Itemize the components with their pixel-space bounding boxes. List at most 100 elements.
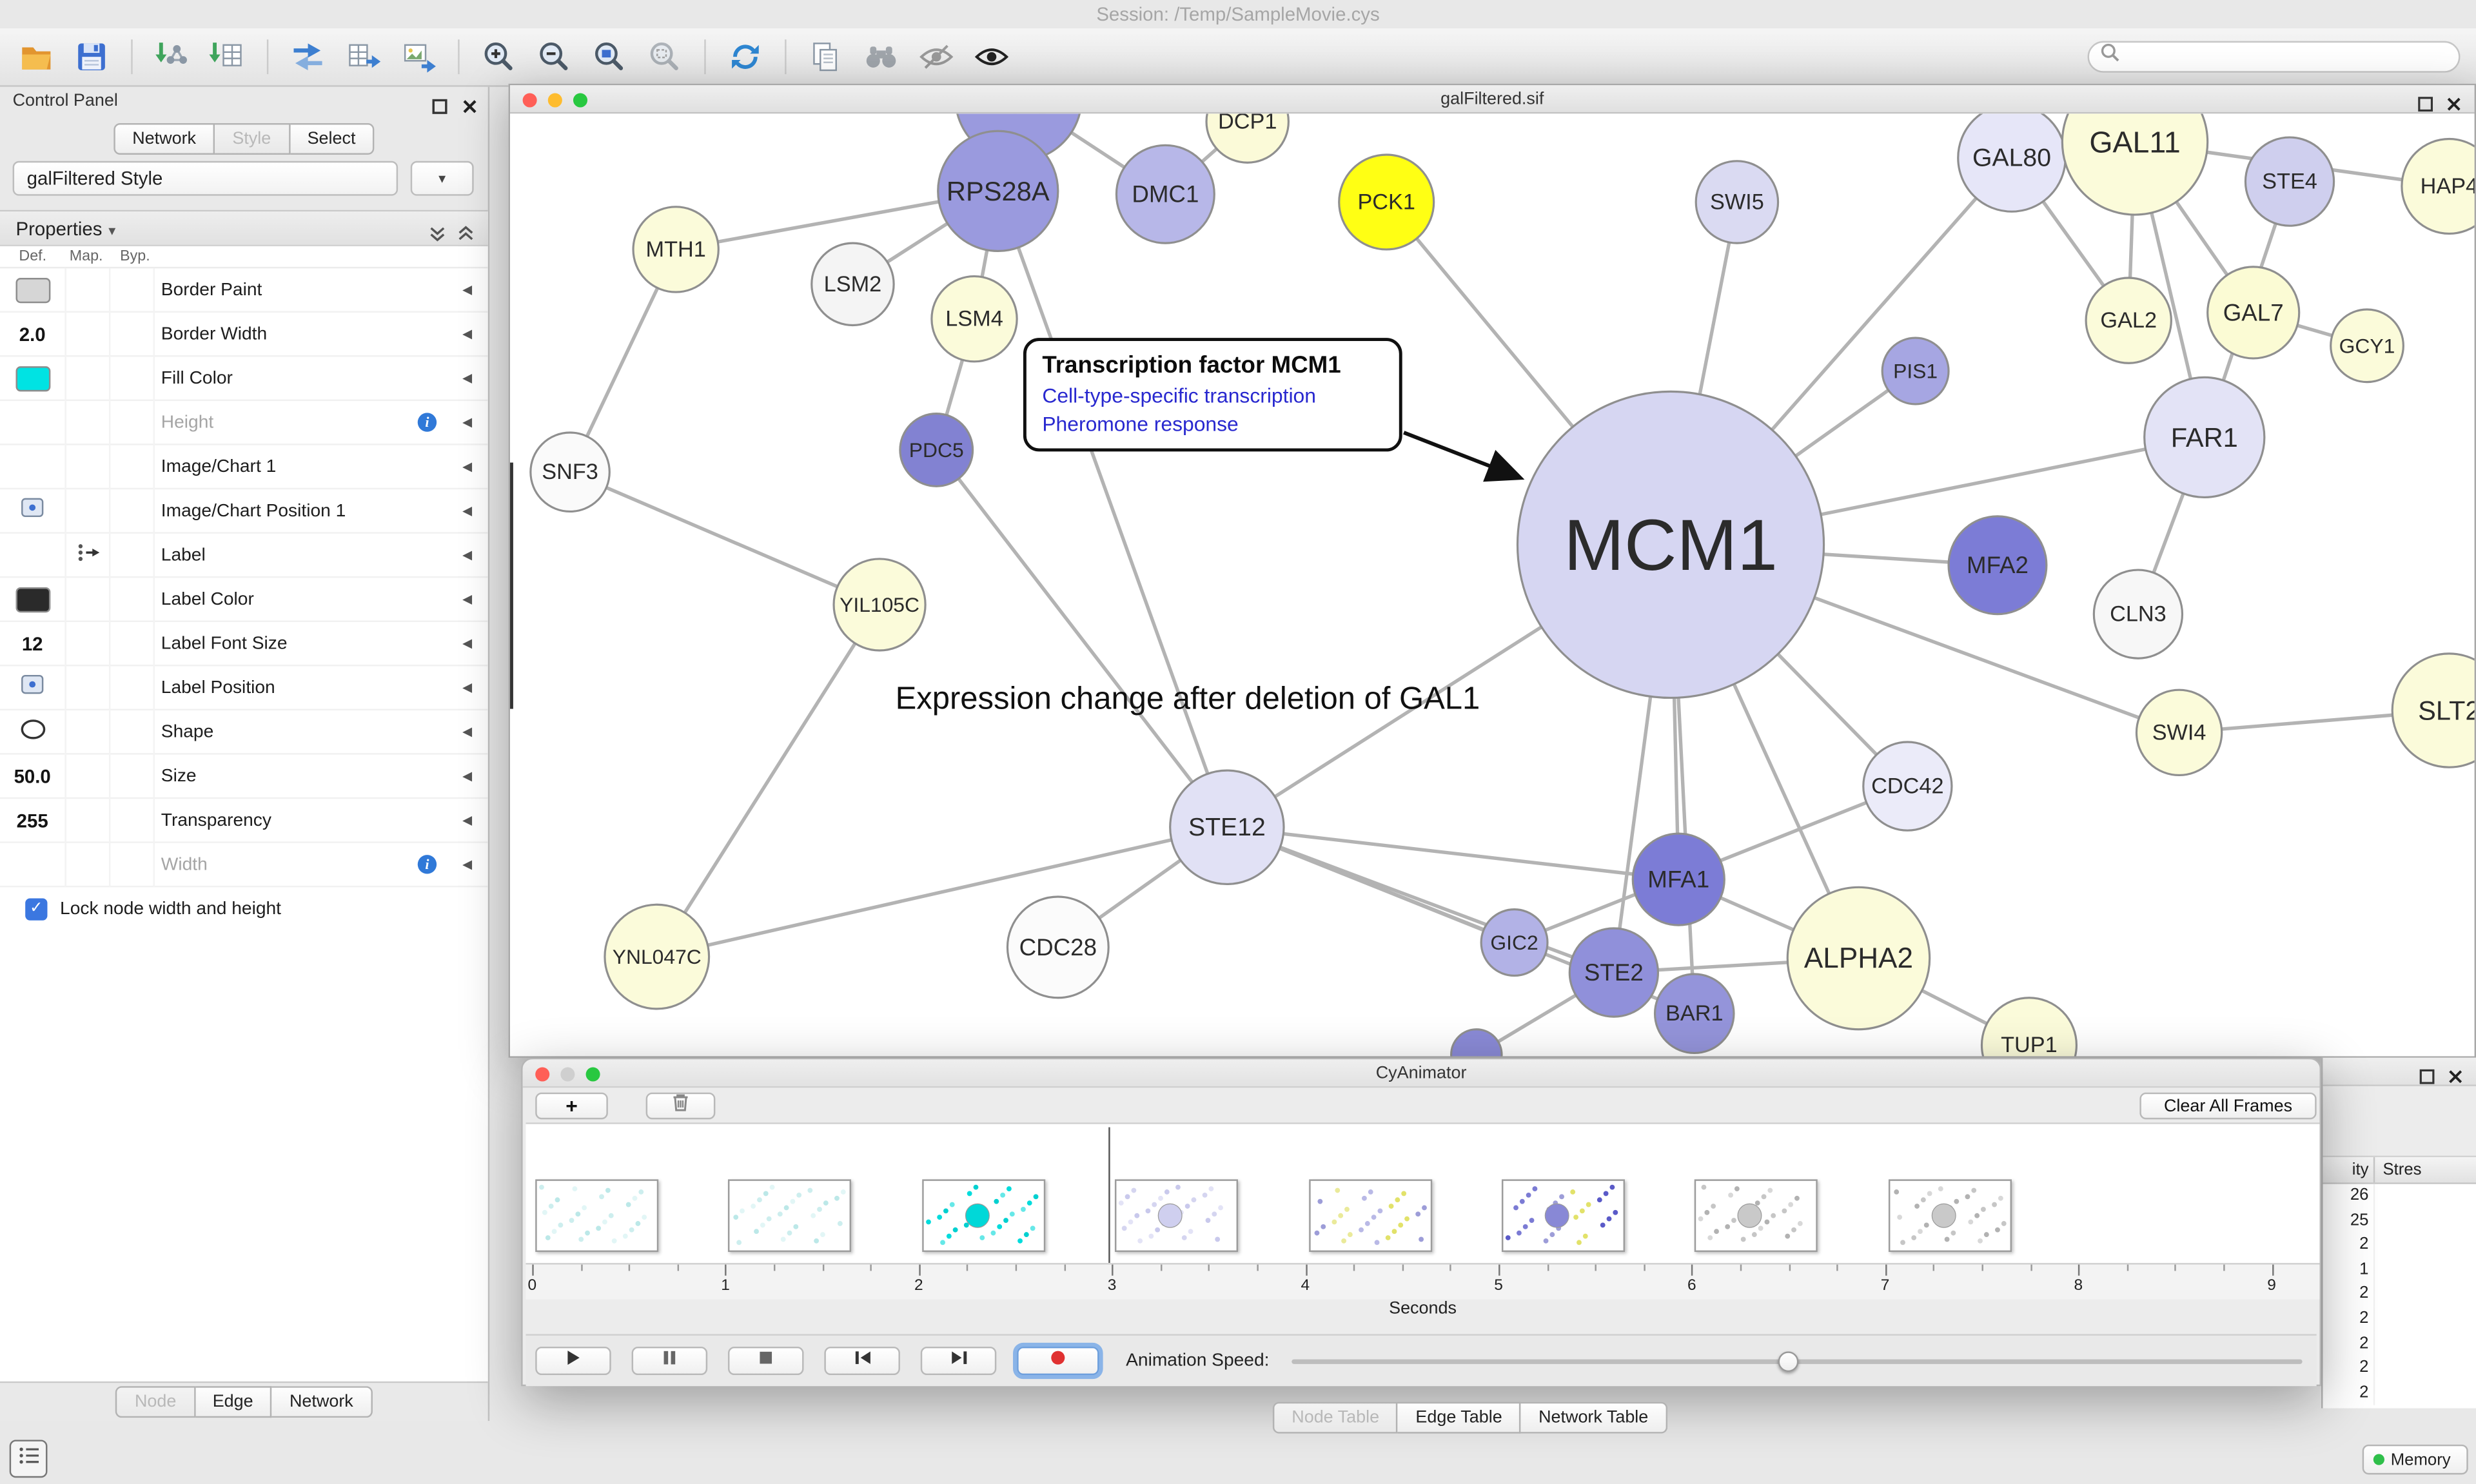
float-panel-icon[interactable] <box>431 95 449 123</box>
node-circle[interactable] <box>1516 390 1825 699</box>
node-snf3[interactable]: SNF3 <box>529 431 611 513</box>
annotation-link[interactable]: Pheromone response <box>1042 412 1239 436</box>
frame-thumbnail-7[interactable] <box>1888 1179 2012 1253</box>
property-row-shape[interactable]: Shape◀ <box>0 710 488 755</box>
table-row[interactable]: 26 <box>2323 1184 2476 1209</box>
property-row-image-chart-position-1[interactable]: Image/Chart Position 1◀ <box>0 489 488 534</box>
node-far1[interactable]: FAR1 <box>2143 376 2266 499</box>
node-circle[interactable] <box>1169 769 1285 886</box>
tab-edge[interactable]: Edge <box>195 1386 273 1418</box>
hide-details-icon[interactable] <box>916 36 957 77</box>
table-row[interactable]: 2 <box>2323 1331 2476 1357</box>
expand-arrow-icon[interactable]: ◀ <box>462 547 473 562</box>
table-row[interactable]: 25 <box>2323 1208 2476 1234</box>
record-button[interactable] <box>1017 1346 1099 1376</box>
info-icon[interactable]: i <box>417 854 438 883</box>
edge-ste12-mfa1[interactable] <box>1226 825 1679 881</box>
node-circle[interactable] <box>2092 569 2184 659</box>
expand-arrow-icon[interactable]: ◀ <box>462 282 473 297</box>
node-slt2[interactable]: SLT2 <box>2391 652 2475 768</box>
export-network-icon[interactable] <box>288 36 329 77</box>
slider-thumb[interactable] <box>1778 1351 1800 1371</box>
network-window-titlebar[interactable]: galFiltered.sif <box>510 85 2475 114</box>
tab-node-table[interactable]: Node Table <box>1272 1401 1399 1434</box>
table-row[interactable]: 2 <box>2323 1307 2476 1332</box>
search-box[interactable] <box>2087 41 2461 73</box>
zoom-window-icon[interactable] <box>573 92 588 107</box>
show-details-icon[interactable] <box>971 36 1012 77</box>
frames-timeline[interactable] <box>526 1122 2320 1265</box>
collapse-all-icon[interactable] <box>428 219 447 254</box>
import-table-icon[interactable] <box>207 36 248 77</box>
node-cdc42[interactable]: CDC42 <box>1862 741 1953 832</box>
import-network-icon[interactable] <box>152 36 193 77</box>
minimize-window-icon[interactable] <box>547 92 562 107</box>
frame-thumbnail-0[interactable] <box>535 1179 659 1253</box>
zoom-selected-icon[interactable] <box>644 36 685 77</box>
playhead[interactable] <box>1108 1127 1110 1264</box>
edge-pdc5-ste12[interactable] <box>935 449 1228 828</box>
play-button[interactable] <box>535 1346 611 1376</box>
node-circle[interactable] <box>632 206 720 293</box>
edge-snf3-yil105c[interactable] <box>569 470 881 607</box>
export-image-icon[interactable] <box>398 36 439 77</box>
node-circle[interactable] <box>2143 376 2266 499</box>
delete-frame-button[interactable] <box>645 1092 716 1120</box>
zoom-in-icon[interactable] <box>478 36 520 77</box>
stop-button[interactable] <box>727 1346 804 1376</box>
zoom-fit-icon[interactable] <box>589 36 630 77</box>
style-select[interactable]: galFiltered Style <box>12 161 398 196</box>
edge-ynl047c-ste12[interactable] <box>656 825 1228 959</box>
node-rps28a[interactable]: RPS28A <box>937 130 1059 252</box>
close-window-icon[interactable] <box>535 1066 550 1081</box>
node-ste4[interactable]: STE4 <box>2244 136 2335 227</box>
node-mfa2[interactable]: MFA2 <box>1947 515 2048 616</box>
tab-select[interactable]: Select <box>290 123 375 155</box>
export-table-icon[interactable] <box>342 36 384 77</box>
node-cdc28[interactable]: CDC28 <box>1006 895 1110 999</box>
node-circle[interactable] <box>1006 895 1110 999</box>
default-value-swatch[interactable] <box>15 587 50 613</box>
add-frame-button[interactable]: + <box>535 1092 608 1120</box>
property-row-border-paint[interactable]: Border Paint◀ <box>0 268 488 313</box>
memory-button[interactable]: Memory <box>2362 1444 2468 1475</box>
node-ste12[interactable]: STE12 <box>1169 769 1285 886</box>
node-ste2[interactable]: STE2 <box>1568 927 1660 1018</box>
expand-arrow-icon[interactable]: ◀ <box>462 636 473 650</box>
copy-icon[interactable] <box>805 36 847 77</box>
node-cln3[interactable]: CLN3 <box>2092 569 2184 659</box>
properties-header[interactable]: Properties▾ <box>0 211 488 247</box>
column-header[interactable]: Stres <box>2383 1160 2422 1180</box>
node-hap4[interactable]: HAP4 <box>2401 137 2475 235</box>
refresh-icon[interactable] <box>725 36 766 77</box>
edge-yil105c-ynl047c[interactable] <box>655 603 881 958</box>
node-circle[interactable] <box>2061 113 2209 216</box>
tab-network[interactable]: Network <box>113 123 215 155</box>
close-window-icon[interactable] <box>522 92 537 107</box>
panel-splitter[interactable] <box>510 462 513 709</box>
open-session-icon[interactable] <box>15 36 57 77</box>
node-circle[interactable] <box>1947 515 2048 616</box>
expand-arrow-icon[interactable]: ◀ <box>462 503 473 518</box>
node-circle[interactable] <box>2330 308 2404 384</box>
tab-node[interactable]: Node <box>115 1386 195 1418</box>
animation-speed-slider[interactable] <box>1292 1336 2303 1388</box>
node-mfa1[interactable]: MFA1 <box>1631 832 1725 926</box>
frame-thumbnail-3[interactable] <box>1115 1179 1239 1253</box>
tab-network-table[interactable]: Network Table <box>1521 1401 1667 1434</box>
close-view-icon[interactable] <box>2446 92 2461 120</box>
close-table-icon[interactable] <box>2448 1064 2463 1093</box>
node-circle[interactable] <box>1786 886 1931 1031</box>
property-row-image-chart-1[interactable]: Image/Chart 1◀ <box>0 445 488 490</box>
table-row[interactable]: 2 <box>2323 1381 2476 1406</box>
node-dmc1[interactable]: DMC1 <box>1115 144 1215 244</box>
annotation-link[interactable]: Cell-type-specific transcription <box>1042 384 1316 407</box>
frame-thumbnail-2[interactable] <box>921 1179 1045 1253</box>
minimize-window-icon[interactable] <box>560 1066 575 1081</box>
edge-rps28a-ste12[interactable] <box>996 190 1229 828</box>
